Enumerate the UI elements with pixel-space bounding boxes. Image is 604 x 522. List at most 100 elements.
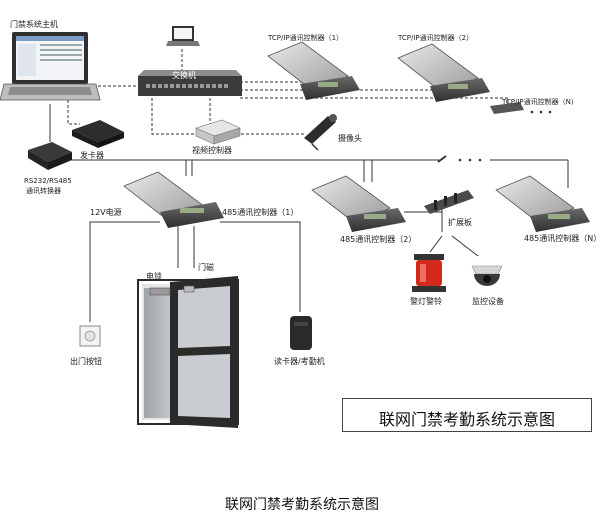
host-screen-row [40,44,82,46]
tcp-controller-n[interactable] [490,102,552,114]
bus-dot [458,158,462,162]
c485-n-body [530,208,590,232]
link-switch-tcpn [240,97,509,108]
switch-top [138,70,242,76]
inner-title-box: 联网门禁考勤系统示意图 [342,398,592,432]
link-ctrl1-reader [220,221,301,312]
link-switch-video [151,98,196,135]
expansion-board[interactable] [424,190,474,214]
issuer-front [98,132,124,148]
tcp2-board [448,84,468,89]
door-window-top [178,286,230,348]
tcpn-dot [548,110,552,114]
label-monitor: 监控设备 [472,297,504,306]
label-converter-line2: 通讯转换器 [26,187,61,195]
label-video-ctrl: 视频控制器 [192,146,232,155]
figure-caption: 联网门禁考勤系统示意图 [225,497,379,513]
converter-top [28,142,72,162]
tcp-controller-2[interactable] [397,43,490,102]
label-camera: 摄像头 [338,134,362,143]
tcpn-device [490,102,524,114]
tcp-controller-1[interactable] [267,41,360,100]
label-exit-button: 出门按钮 [70,357,102,366]
label-switch: 交换机 [172,71,196,80]
dome-mount [471,265,503,275]
rs485-controller-n[interactable] [495,175,590,232]
tcpn-dot [530,110,534,114]
link-expansion-alarm [429,235,443,253]
expansion-pin [444,196,447,206]
host-screen-row [40,54,82,56]
expansion-body [424,190,474,214]
tcp2-body [430,78,490,102]
alarm-light[interactable] [412,254,446,292]
rs485-converter[interactable] [28,142,72,170]
dome-lens [483,275,491,283]
inner-title: 联网门禁考勤系统示意图 [378,410,555,429]
bus-dot [478,158,482,162]
link-expansion-monitor [451,235,479,257]
camera-lens [329,114,337,122]
reader-body [290,316,312,350]
host-screen-panel [18,44,36,76]
issuer-side [72,130,98,148]
label-tcp-ctrl-2: TCP/IP通讯控制器（2） [398,34,474,42]
converter-side [28,150,48,170]
exit-button[interactable] [79,325,101,347]
host-keyboard [8,87,92,95]
switch-ports [146,84,228,88]
tcp1-board [318,82,338,87]
tcp2-lid [397,43,479,95]
laptop[interactable] [166,26,200,46]
issuer-top [72,120,124,142]
label-electric-lock: 电锁 [146,272,162,281]
link-ctrl1-exit-button [89,221,160,322]
tcpn-dot [539,110,543,114]
laptop-screen [174,28,192,39]
exit-button-knob [84,330,96,342]
label-reader: 读卡器/考勤机 [274,357,325,366]
label-alarm: 警灯警铃 [410,297,442,306]
label-door-magnet: 门磁 [198,263,214,272]
expansion-pin [434,200,437,210]
c485-1-body [160,202,224,228]
host-computer[interactable] [0,32,101,101]
network-switch[interactable] [138,70,242,96]
reader-strip [294,322,308,326]
host-screen-row [40,59,82,61]
door-window-bottom [178,354,230,418]
bus-break [437,155,447,163]
tcp1-lid [267,41,349,93]
bus-dot [468,158,472,162]
alarm-dome [416,260,442,286]
door[interactable] [137,276,239,428]
label-converter-line1: RS232/RS485 [24,177,72,185]
alarm-highlight [420,264,426,282]
rs485-controller-1[interactable] [123,171,224,228]
c485-2-board [364,214,386,219]
rs485-controller-2[interactable] [311,175,406,232]
host-screen-titlebar [16,36,84,41]
label-expansion-board: 扩展板 [448,218,472,227]
tcp1-body [300,76,360,100]
label-tcp-ctrl-1: TCP/IP通讯控制器（1） [268,34,344,42]
camera-mount [311,143,319,151]
video-front [213,127,241,145]
label-host: 门禁系统主机 [10,20,58,29]
label-485-ctrl-2: 485通讯控制器（2） [340,235,417,244]
c485-2-body [346,208,406,232]
label-485-ctrl-n: 485通讯控制器（N） [524,234,602,243]
card-reader[interactable] [290,316,312,350]
c485-2-lid [311,175,391,225]
camera[interactable] [304,114,337,151]
link-host-issuer [67,100,80,125]
dome-camera[interactable] [471,265,503,286]
video-controller[interactable] [195,119,241,145]
electric-lock [149,287,171,296]
door-magnet [183,285,195,293]
camera-body [304,116,336,144]
card-issuer[interactable] [72,120,124,148]
label-485-ctrl-1: 485通讯控制器（1） [222,208,299,217]
